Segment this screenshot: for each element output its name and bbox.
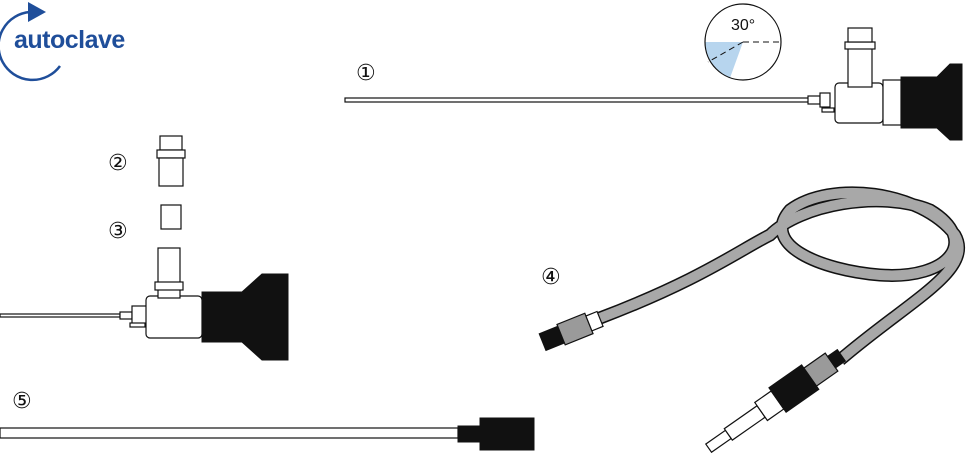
logo-arrow-icon <box>28 2 46 22</box>
label-5: ⑤ <box>12 389 32 414</box>
logo-arc <box>0 10 62 82</box>
logo-text: autoclave <box>14 26 125 54</box>
label-1: ① <box>356 61 376 86</box>
part-5: ⑤ <box>0 389 535 451</box>
parts-2-3: ② ③ <box>108 135 186 244</box>
telescope-disassembled <box>0 247 289 361</box>
light-cable: ④ <box>538 186 966 453</box>
view-angle-wedge <box>705 42 743 80</box>
autoclave-logo: autoclave <box>0 2 126 82</box>
label-2: ② <box>108 151 128 176</box>
telescope-assembled: ① <box>344 27 963 141</box>
label-3: ③ <box>108 219 128 244</box>
label-4: ④ <box>541 265 561 290</box>
angle-label: 30° <box>731 17 755 34</box>
angle-indicator: 30° <box>704 3 782 81</box>
